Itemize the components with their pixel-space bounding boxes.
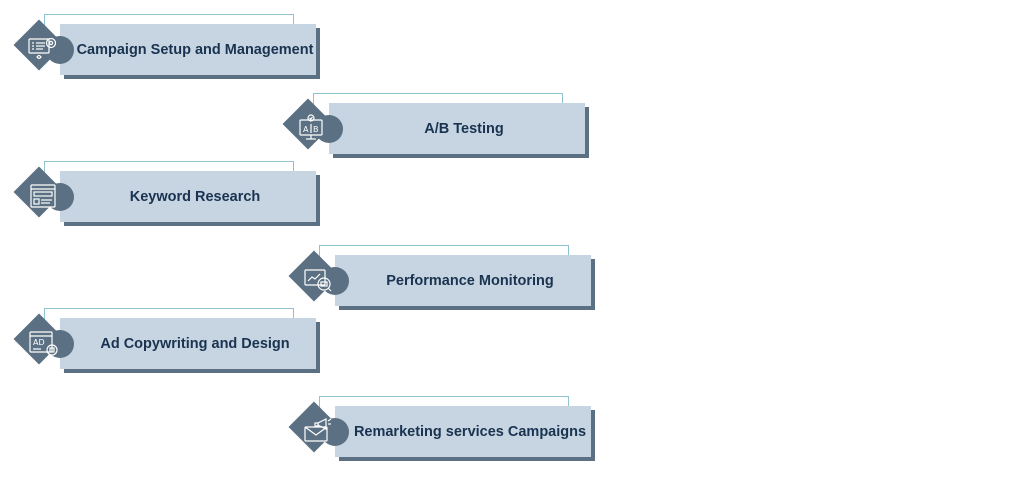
ad-design-icon: AD: [29, 331, 58, 356]
item-label: Ad Copywriting and Design: [100, 335, 290, 352]
svg-text:AD: AD: [33, 338, 45, 347]
item-label: Performance Monitoring: [386, 272, 554, 289]
item-box: Campaign Setup and Management: [60, 24, 316, 75]
service-item-keyword-research: Keyword Research: [13, 161, 320, 231]
item-box: Remarketing services Campaigns: [335, 406, 591, 457]
service-item-ab-testing: A/B Testing A B: [282, 93, 589, 163]
keyword-research-icon: [30, 184, 56, 208]
item-label: A/B Testing: [424, 120, 504, 137]
service-item-performance-monitoring: Performance Monitoring: [288, 245, 595, 315]
service-item-ad-copywriting: Ad Copywriting and Design AD: [13, 308, 320, 378]
campaign-settings-icon: [28, 37, 57, 60]
ab-testing-monitor-icon: A B: [299, 114, 323, 140]
performance-monitoring-icon: [304, 269, 332, 292]
svg-text:A: A: [303, 125, 309, 134]
item-label: Keyword Research: [129, 188, 261, 205]
service-item-remarketing: Remarketing services Campaigns: [288, 396, 595, 466]
service-item-campaign-setup: Campaign Setup and Management: [13, 14, 320, 84]
item-label: Campaign Setup and Management: [76, 41, 314, 58]
item-label: Remarketing services Campaigns: [353, 423, 587, 440]
item-box: A/B Testing: [329, 103, 585, 154]
item-box: Keyword Research: [60, 171, 316, 222]
item-box: Ad Copywriting and Design: [60, 318, 316, 369]
svg-text:B: B: [313, 125, 319, 134]
email-megaphone-icon: [304, 418, 332, 442]
item-box: Performance Monitoring: [335, 255, 591, 306]
